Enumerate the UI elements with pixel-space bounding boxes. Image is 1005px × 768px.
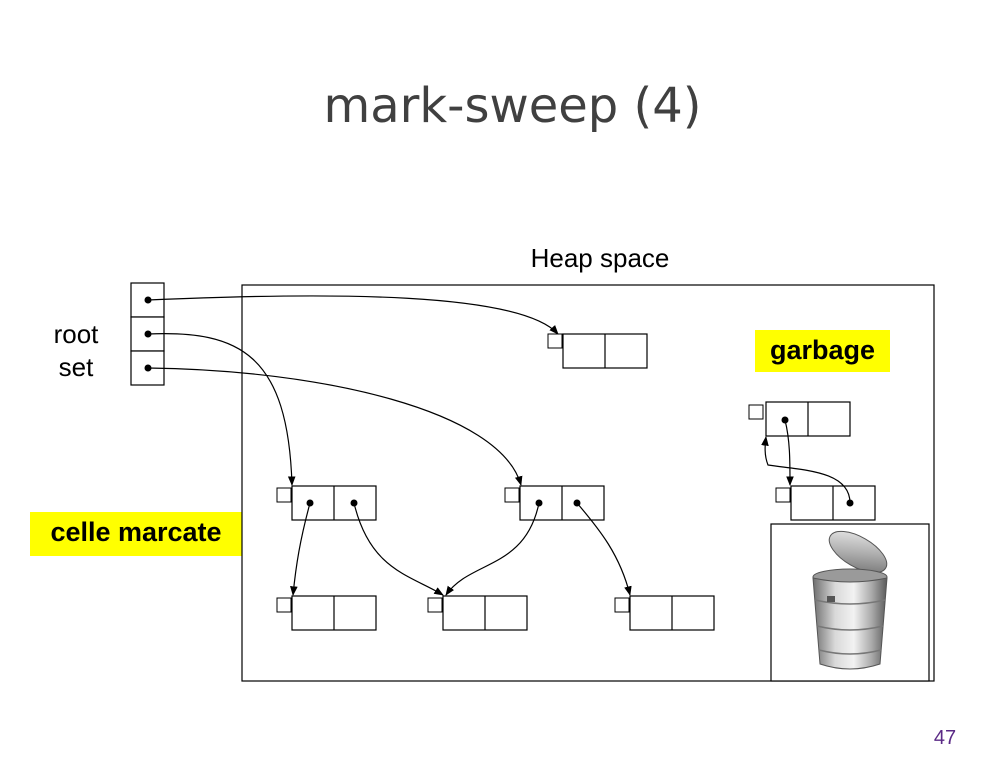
cell-bottom-center-mark bbox=[427, 597, 443, 613]
garbage-label: garbage bbox=[755, 330, 890, 372]
cell-bottom-right-mark bbox=[614, 597, 630, 613]
cell-bottom-right bbox=[614, 595, 715, 631]
arrow-root3-to-midcenter bbox=[147, 367, 523, 486]
pointer-arrows bbox=[147, 295, 851, 596]
cell-top-mark bbox=[547, 333, 563, 349]
heap-space-label: Heap space bbox=[530, 243, 670, 273]
arrow-garbage-upper-to-lower bbox=[784, 419, 794, 486]
arrow-garbage-lower-to-upper bbox=[761, 436, 851, 504]
cell-top bbox=[547, 333, 648, 369]
garbage-cell-upper-mark bbox=[748, 404, 764, 420]
root-set-text: root set bbox=[53, 319, 99, 382]
arrow-midcenter-to-bottomright bbox=[576, 502, 632, 596]
cell-bottom-left-mark bbox=[276, 597, 292, 613]
cell-mid-center-mark bbox=[504, 487, 520, 503]
cell-bottom-center bbox=[427, 595, 528, 631]
cell-mid-left bbox=[276, 485, 377, 521]
cell-mid-left-mark bbox=[276, 487, 292, 503]
cell-bottom-left bbox=[276, 595, 377, 631]
garbage-cell-lower bbox=[775, 485, 876, 521]
arrow-midleft-to-bottomcenter bbox=[353, 502, 444, 596]
root-set-label: root set bbox=[40, 318, 112, 384]
marked-cells-label: celle marcate bbox=[30, 512, 242, 556]
heap-box bbox=[241, 284, 935, 682]
cell-mid-center bbox=[504, 485, 605, 521]
arrow-root1-to-top bbox=[147, 295, 559, 335]
arrow-midcenter-to-bottomcenter bbox=[445, 502, 540, 596]
arrow-root2-to-midleft bbox=[147, 333, 296, 486]
trash-can-icon bbox=[812, 530, 888, 670]
page-number: 47 bbox=[933, 727, 957, 749]
garbage-cell-upper bbox=[748, 401, 851, 437]
slide-title: mark-sweep (4) bbox=[323, 78, 702, 134]
garbage-cell-lower-mark bbox=[775, 487, 791, 503]
arrow-midleft-to-bottomleft bbox=[290, 502, 311, 596]
